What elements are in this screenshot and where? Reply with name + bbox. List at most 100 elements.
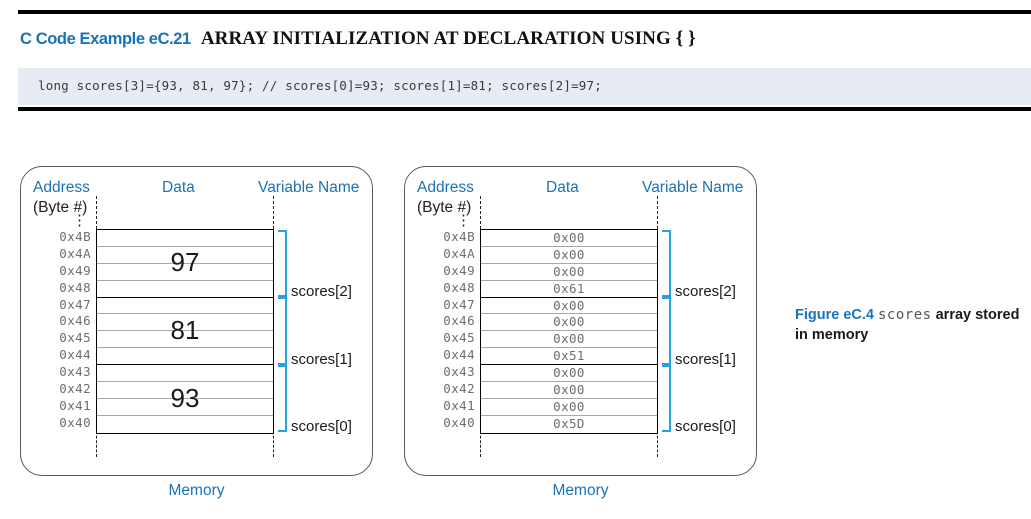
group-bracket [662, 229, 671, 298]
example-heading: C Code Example eC.21 ARRAY INITIALIZATION… [20, 28, 696, 50]
byte-value: 0x00 [553, 331, 585, 347]
column-header-variable-name: Variable Name [258, 179, 360, 196]
address-label: 0x47 [443, 296, 475, 312]
address-label: 0x42 [443, 381, 475, 397]
group-label: scores[1] [291, 351, 352, 368]
table-row [97, 281, 273, 298]
table-row: 0x00 [481, 264, 657, 281]
address-label: 0x44 [443, 347, 475, 363]
address-label: 0x46 [59, 313, 91, 329]
address-label: 0x49 [443, 262, 475, 278]
dashed-guide-right-bottom [657, 431, 658, 457]
address-label: 0x41 [59, 397, 91, 413]
table-row [97, 382, 273, 399]
figure-number: Figure eC.4 [795, 307, 874, 323]
table-row [97, 298, 273, 315]
dashed-guide-right-bottom [273, 431, 274, 457]
address-column: 0x4B 0x4A 0x49 0x48 0x47 0x46 0x45 0x44 … [29, 229, 91, 432]
table-row [97, 416, 273, 433]
figure-caption-code-word: scores [878, 307, 932, 323]
address-label: 0x48 [59, 279, 91, 295]
dashed-guide-right-top [273, 196, 274, 229]
memory-caption: Memory [552, 482, 609, 499]
address-label: 0x42 [59, 381, 91, 397]
byte-value: 0x00 [553, 230, 585, 245]
table-row: 0x00 [481, 365, 657, 383]
column-header-data: Data [546, 179, 579, 196]
example-label: C Code Example eC.21 [20, 30, 191, 48]
table-row [97, 365, 273, 383]
column-header-byte-number: (Byte #) [417, 199, 472, 216]
dashed-guide-left-bottom [480, 431, 481, 457]
group-label: scores[0] [675, 418, 736, 435]
address-label: 0x43 [443, 364, 475, 380]
address-label: 0x48 [443, 279, 475, 295]
address-label: 0x40 [443, 414, 475, 430]
table-row [97, 264, 273, 281]
table-row: 0x51 [481, 348, 657, 366]
byte-value: 0x00 [553, 246, 585, 262]
address-label: 0x4A [59, 245, 91, 261]
address-label: 0x4B [443, 229, 475, 244]
dashed-guide-right-top [657, 196, 658, 229]
byte-value: 0x00 [553, 382, 585, 398]
group-label: scores[2] [675, 283, 736, 300]
group-bracket [278, 229, 287, 298]
byte-value: 0x00 [553, 263, 585, 279]
table-row [97, 230, 273, 247]
column-header-address: Address [33, 179, 90, 196]
byte-value: 0x00 [553, 365, 585, 381]
address-label: 0x4B [59, 229, 91, 244]
table-row: 0x5D [481, 416, 657, 433]
example-title: ARRAY INITIALIZATION AT DECLARATION USIN… [200, 28, 696, 49]
table-row: 0x00 [481, 298, 657, 315]
memory-panel-decimal: Address (Byte #) ⋮ Data Variable Name 0x… [20, 166, 373, 476]
group-value-decimal: 81 [170, 315, 200, 345]
address-label: 0x4A [443, 245, 475, 261]
table-row [97, 314, 273, 332]
figure-caption-text: array stored in memory [795, 307, 1020, 343]
byte-value: 0x00 [553, 314, 585, 330]
table-row [97, 331, 273, 349]
memory-byte-table: 0x00 0x00 0x00 0x61 0x00 0x00 0x00 0x51 … [480, 229, 658, 434]
table-row: 0x00 [481, 331, 657, 349]
table-row: 0x00 [481, 314, 657, 332]
column-header-variable-name: Variable Name [642, 179, 744, 196]
table-row: 0x61 [481, 281, 657, 298]
table-row [97, 247, 273, 264]
group-value-decimal: 97 [170, 247, 200, 277]
address-label: 0x45 [443, 330, 475, 346]
column-header-data: Data [162, 179, 195, 196]
code-block: long scores[3]={93, 81, 97}; // scores[0… [18, 68, 1031, 105]
table-row: 0x00 [481, 382, 657, 399]
top-rule [18, 10, 1031, 14]
group-value-decimal: 93 [170, 383, 200, 413]
memory-byte-table [96, 229, 274, 434]
bottom-rule [18, 107, 1031, 111]
column-header-byte-number: (Byte #) [33, 199, 88, 216]
byte-value: 0x5D [553, 415, 585, 431]
address-label: 0x44 [59, 347, 91, 363]
memory-panel-hex: Address (Byte #) ⋮ Data Variable Name 0x… [404, 166, 757, 476]
vertical-ellipsis-icon: ⋮ [456, 212, 471, 229]
group-bracket [662, 364, 671, 433]
table-row: 0x00 [481, 399, 657, 416]
column-header-address: Address [417, 179, 474, 196]
address-label: 0x49 [59, 262, 91, 278]
dashed-guide-left-bottom [96, 431, 97, 457]
address-label: 0x46 [443, 313, 475, 329]
address-label: 0x40 [59, 414, 91, 430]
dashed-guide-left-top [480, 196, 481, 229]
vertical-ellipsis-icon: ⋮ [72, 212, 87, 229]
group-bracket [278, 297, 287, 365]
group-label: scores[0] [291, 418, 352, 435]
figure-caption: Figure eC.4 scores array stored in memor… [795, 305, 1023, 345]
table-row: 0x00 [481, 247, 657, 264]
memory-caption: Memory [168, 482, 225, 499]
byte-value: 0x61 [553, 280, 585, 296]
address-column: 0x4B 0x4A 0x49 0x48 0x47 0x46 0x45 0x44 … [413, 229, 475, 432]
byte-value: 0x00 [553, 398, 585, 414]
group-bracket [662, 297, 671, 365]
table-row: 0x00 [481, 230, 657, 247]
code-line: long scores[3]={93, 81, 97}; // scores[0… [38, 78, 602, 93]
